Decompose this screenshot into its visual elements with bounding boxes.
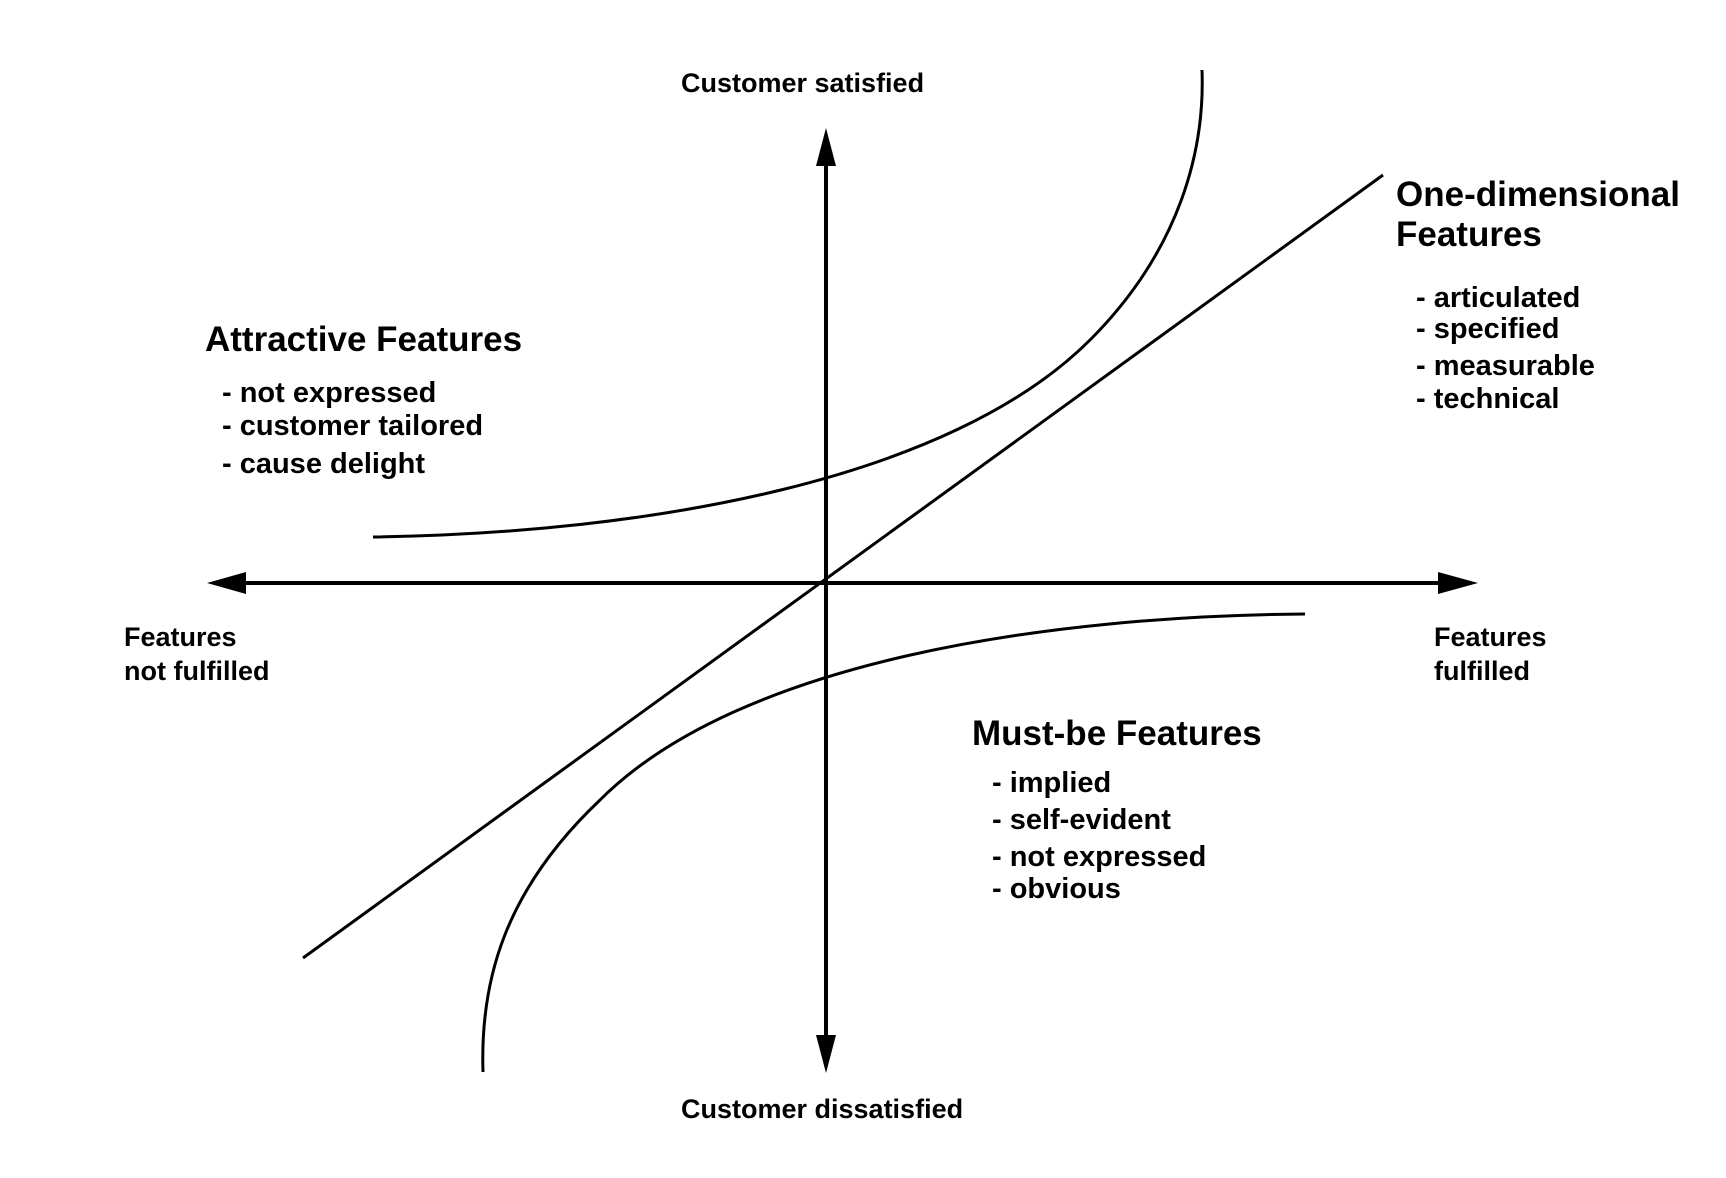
attractive-item: - cause delight: [222, 448, 426, 480]
must-be-curve: [481, 612, 1306, 1073]
right-arrowhead-icon: [1438, 572, 1478, 594]
one-dimensional-item: - specified: [1416, 313, 1560, 345]
one-dimensional-title-line1: One-dimensional: [1396, 175, 1680, 214]
one-dimensional-title-line2: Features: [1396, 215, 1542, 254]
attractive-title: Attractive Features: [205, 320, 523, 359]
must-be-item: - implied: [992, 767, 1112, 799]
one-dimensional-item: - articulated: [1416, 282, 1581, 314]
axis-label-top: Customer satisfied: [681, 68, 925, 98]
axis-label-left-line2: not fulfilled: [124, 656, 270, 686]
axis-label-right-line1: Features: [1434, 622, 1547, 652]
must-be-item: - not expressed: [992, 841, 1207, 873]
axis-label-right-line2: fulfilled: [1434, 656, 1530, 686]
down-arrowhead-icon: [816, 1035, 836, 1073]
axis-label-bottom: Customer dissatisfied: [681, 1094, 964, 1124]
up-arrowhead-icon: [816, 128, 836, 166]
attractive-item: - not expressed: [222, 377, 437, 409]
must-be-item: - obvious: [992, 873, 1121, 905]
attractive-item: - customer tailored: [222, 410, 484, 442]
one-dimensional-item: - measurable: [1416, 350, 1595, 382]
must-be-title: Must-be Features: [972, 714, 1262, 753]
left-arrowhead-icon: [207, 572, 246, 594]
one-dimensional-item: - technical: [1416, 383, 1560, 415]
axis-label-left-line1: Features: [124, 622, 237, 652]
one-dimensional-curve: [302, 173, 1384, 960]
must-be-item: - self-evident: [992, 804, 1171, 836]
attractive-curve: [372, 69, 1204, 539]
